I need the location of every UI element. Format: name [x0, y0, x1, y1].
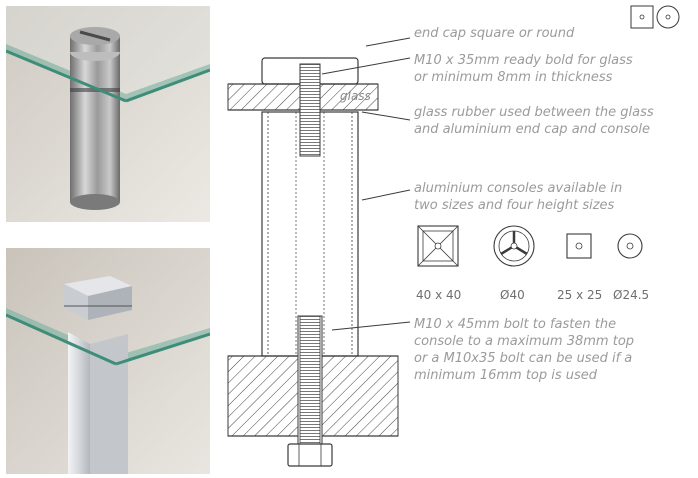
- note-consoles: aluminium consoles available in two size…: [414, 181, 623, 213]
- size-label-square-small: 25 x 25: [557, 288, 603, 302]
- square-small-icon: [566, 233, 592, 259]
- note-rubber: glass rubber used between the glass and …: [414, 105, 654, 137]
- square-large-icon: [417, 225, 459, 267]
- round-cap-icon: [656, 5, 680, 29]
- note-bolt-bottom: M10 x 45mm bolt to fasten the console to…: [414, 317, 635, 383]
- square-cap-icon: [630, 5, 654, 29]
- leader-end-cap: [365, 37, 411, 47]
- top-bolt: [299, 63, 321, 157]
- size-label-square-large: 40 x 40: [416, 288, 462, 302]
- round-small-icon: [617, 233, 643, 259]
- size-label-round-large: Ø40: [500, 288, 525, 302]
- note-bolt-top: M10 x 35mm ready bold for glass or minim…: [414, 53, 633, 85]
- round-large-icon: [493, 225, 535, 267]
- glass-label: glass: [340, 89, 371, 103]
- note-end-cap: end cap square or round: [414, 26, 575, 41]
- leader-rubber: [361, 111, 411, 121]
- leader-consoles: [361, 189, 411, 201]
- photo-square-standoff: [6, 248, 210, 474]
- leader-bolt-bottom: [331, 321, 411, 331]
- photo-round-standoff: [6, 6, 210, 222]
- leader-bolt-top: [321, 57, 411, 75]
- size-label-round-small: Ø24.5: [613, 288, 650, 302]
- nut: [287, 443, 333, 467]
